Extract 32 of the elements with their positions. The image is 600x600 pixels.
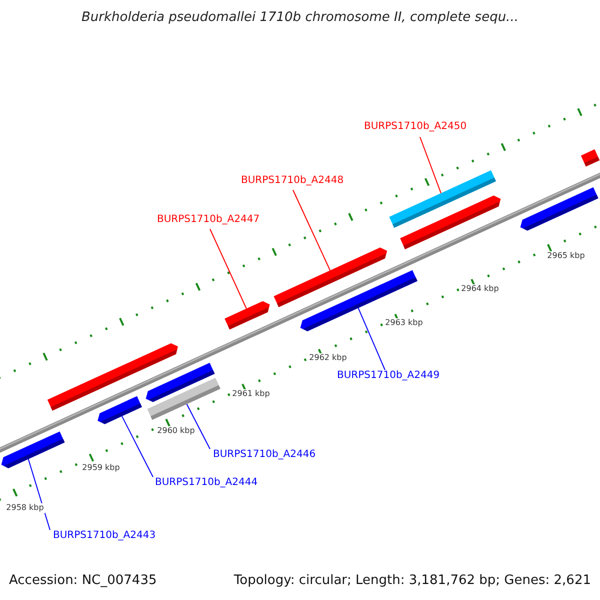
gene-label: BURPS1710b_A2448 [241, 175, 344, 187]
scale-label: 2958 kbp [5, 503, 45, 513]
gene-label: BURPS1710b_A2443 [53, 530, 156, 542]
leader-line [121, 416, 154, 478]
gene-feature [98, 396, 142, 424]
scale-label: 2965 kbp [546, 251, 586, 261]
gene-feature [146, 362, 215, 402]
gene-feature [224, 301, 270, 330]
leader-line [420, 136, 442, 194]
gene-feature [1, 432, 65, 468]
leader-line [292, 190, 331, 271]
gene-feature [520, 187, 598, 231]
leader-line [28, 458, 50, 530]
gene-label: BURPS1710b_A2447 [157, 214, 260, 226]
scale-label: 2964 kbp [460, 284, 500, 294]
leader-line [186, 404, 210, 450]
scale-label: 2963 kbp [384, 318, 424, 328]
scale-label: 2961 kbp [231, 389, 271, 399]
gene-feature [580, 149, 600, 166]
scale-label: 2960 kbp [156, 426, 196, 436]
genome-summary: Topology: circular; Length: 3,181,762 bp; Genes: 2,621 [234, 573, 591, 589]
leader-line [358, 308, 386, 370]
gene-label: BURPS1710b_A2449 [337, 370, 440, 382]
gene-label: BURPS1710b_A2450 [364, 121, 467, 133]
scale-label: 2962 kbp [308, 353, 348, 363]
gene-feature [400, 196, 501, 250]
accession-text: Accession: NC_007435 [9, 573, 157, 589]
diagram-title: Burkholderia pseudomallei 1710b chromosome II, complete sequ... [80, 10, 520, 26]
gene-label: BURPS1710b_A2446 [213, 449, 316, 461]
leader-line [210, 228, 247, 310]
scale-label: 2959 kbp [81, 463, 121, 473]
gene-label: BURPS1710b_A2444 [155, 477, 258, 489]
